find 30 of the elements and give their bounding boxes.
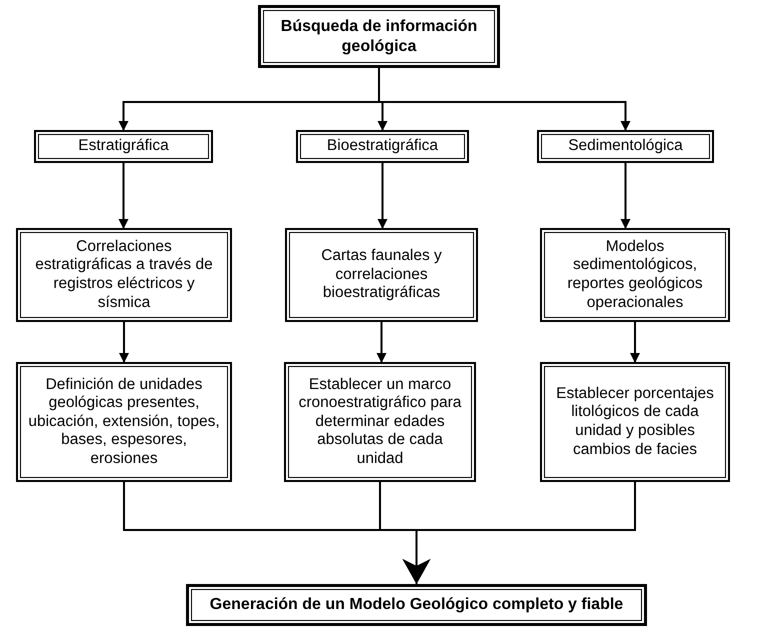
box-text: Búsqueda de información geológica [280, 17, 478, 56]
box-text: Sedimentológica [568, 137, 683, 156]
process-box [16, 228, 232, 322]
arrow [378, 68, 630, 131]
box-text: Estratigráfica [78, 137, 169, 156]
arrow [118, 163, 128, 229]
process-box [34, 130, 213, 163]
process-box [284, 362, 476, 482]
arrow [378, 163, 388, 229]
process-box [537, 130, 714, 163]
process-box [186, 584, 647, 626]
arrow [119, 322, 129, 363]
process-box [540, 362, 730, 482]
arrow [402, 482, 636, 584]
box-text: Establecer porcentajes litológicos de cada unidad y posibles cambios de facies [555, 384, 715, 460]
arrow [630, 322, 640, 363]
process-box [258, 5, 500, 68]
process-box [540, 228, 730, 322]
arrow [376, 322, 386, 363]
process-box [285, 228, 478, 322]
box-text: Bioestratigráfica [326, 137, 438, 156]
box-text: Cartas faunales y correlaciones bioestratigráficas [320, 247, 443, 303]
box-text: Generación de un Modelo Geológico completo y fiable [210, 595, 624, 615]
process-box [296, 130, 469, 163]
process-box [16, 362, 232, 482]
box-text: Correlaciones estratigráficas a través de registros eléctricos y sísmica [34, 238, 214, 312]
box-text: Definición de unidades geológicas presentes, ubicación, extensión, topes, bases, espesores, erosiones [27, 376, 221, 468]
box-text: Establecer un marco cronoestratigráfico para determinar edades absolutas de cada unidad [298, 376, 462, 468]
arrow [620, 163, 630, 229]
box-text: Modelos sedimentológicos, reportes geológicos operacionales [566, 238, 704, 312]
